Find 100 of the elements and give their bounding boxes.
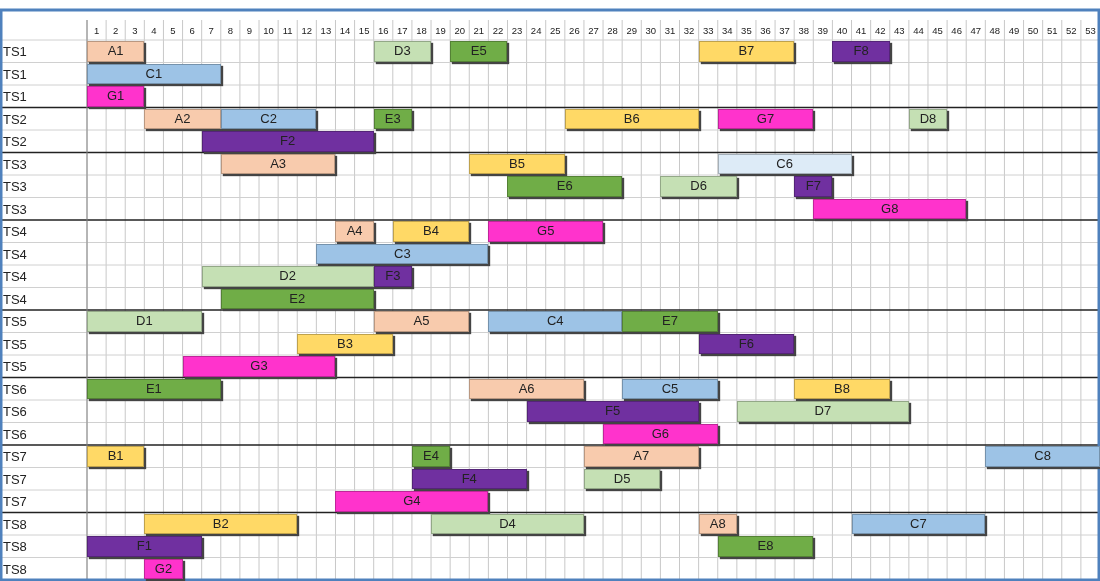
row-label: TS6 xyxy=(3,404,27,419)
task-bar: D4 xyxy=(431,513,584,534)
row-label: TS6 xyxy=(3,381,27,397)
column-number: 43 xyxy=(893,25,906,36)
task-bar: B6 xyxy=(564,108,699,129)
task-bar: E5 xyxy=(450,41,508,62)
row-label: TS4 xyxy=(3,291,27,307)
task-bar: C1 xyxy=(87,63,221,84)
row-label: TS3 xyxy=(3,179,27,194)
task-bar: F4 xyxy=(411,468,527,489)
task-bar: D7 xyxy=(736,401,909,422)
task-bar: D8 xyxy=(908,108,948,129)
column-number: 51 xyxy=(1045,25,1059,36)
column-number: 39 xyxy=(816,25,830,36)
task-bar: B3 xyxy=(297,333,393,354)
task-bar: B5 xyxy=(469,153,565,174)
task-bar: F3 xyxy=(373,266,412,287)
task-bar: E1 xyxy=(87,378,221,399)
row-label: TS8 xyxy=(3,561,27,577)
row-label: TS4 xyxy=(3,246,27,262)
task-bar: B2 xyxy=(144,513,298,534)
column-number: 17 xyxy=(396,25,409,36)
column-number: 36 xyxy=(759,25,772,36)
column-number: 19 xyxy=(434,25,447,36)
row-label: TS5 xyxy=(3,359,27,374)
task-bar: B1 xyxy=(87,446,145,467)
task-bar: A8 xyxy=(698,513,737,534)
column-number: 3 xyxy=(131,25,139,36)
task-bar: D1 xyxy=(87,311,202,332)
column-number: 6 xyxy=(188,25,196,36)
column-number: 15 xyxy=(357,25,371,36)
column-number: 40 xyxy=(835,25,849,36)
column-number: 20 xyxy=(453,25,466,36)
task-bar: D5 xyxy=(583,468,661,489)
task-bar: E4 xyxy=(411,446,451,467)
task-bar: B4 xyxy=(392,221,470,242)
task-bar: C5 xyxy=(622,378,718,399)
task-bar: E6 xyxy=(507,176,623,197)
column-number: 9 xyxy=(245,25,254,36)
row-label: TS2 xyxy=(3,111,27,127)
column-number: 13 xyxy=(319,25,333,36)
column-number: 30 xyxy=(644,25,658,36)
column-number: 7 xyxy=(207,25,215,36)
task-bar: G1 xyxy=(87,86,145,107)
task-bar: E7 xyxy=(622,311,718,332)
column-number: 14 xyxy=(338,25,352,36)
column-number: 1 xyxy=(92,25,101,36)
column-number: 32 xyxy=(682,25,696,36)
row-label: TS4 xyxy=(3,269,27,284)
task-bar: G4 xyxy=(335,491,489,512)
column-number: 52 xyxy=(1065,25,1078,36)
column-number: 12 xyxy=(300,25,314,36)
column-number: 49 xyxy=(1007,25,1021,36)
row-label: TS8 xyxy=(3,516,27,532)
task-bar: G8 xyxy=(813,198,967,219)
column-number: 18 xyxy=(415,25,428,36)
column-number: 24 xyxy=(529,25,543,36)
column-number: 16 xyxy=(376,25,390,36)
task-bar: C3 xyxy=(316,243,489,264)
task-bar: F2 xyxy=(201,131,374,152)
row-label: TS7 xyxy=(3,494,27,509)
row-label: TS1 xyxy=(3,44,27,59)
task-bar: B8 xyxy=(794,378,890,399)
column-number: 2 xyxy=(112,25,120,36)
column-number: 23 xyxy=(510,25,524,36)
task-bar: G6 xyxy=(603,423,718,444)
row-label: TS4 xyxy=(3,224,27,239)
task-bar: A2 xyxy=(144,108,221,129)
task-bar: E3 xyxy=(373,108,412,129)
task-bar: F5 xyxy=(526,401,699,422)
task-bar: A7 xyxy=(583,446,699,467)
task-bar: C7 xyxy=(851,513,986,534)
column-number: 5 xyxy=(169,25,177,36)
column-number: 35 xyxy=(740,25,753,36)
row-label: TS5 xyxy=(3,336,27,352)
column-number: 27 xyxy=(587,25,600,36)
column-number: 41 xyxy=(854,25,868,36)
column-number: 47 xyxy=(969,25,983,36)
task-bar: E2 xyxy=(220,288,374,309)
column-number: 26 xyxy=(568,25,581,36)
task-bar: D2 xyxy=(201,266,374,287)
column-number: 46 xyxy=(950,25,963,36)
column-number: 25 xyxy=(548,25,562,36)
task-bar: F6 xyxy=(698,333,795,354)
row-label: TS3 xyxy=(3,201,27,217)
task-bar: C8 xyxy=(985,446,1100,467)
row-label: TS3 xyxy=(3,156,27,172)
task-bar: A4 xyxy=(335,221,374,242)
task-bar: C6 xyxy=(717,153,852,174)
task-bar: E8 xyxy=(717,536,814,557)
column-number: 21 xyxy=(472,25,486,36)
task-bar: A5 xyxy=(373,311,470,332)
column-number: 10 xyxy=(262,25,275,36)
column-number: 28 xyxy=(606,25,619,36)
column-number: 8 xyxy=(226,25,234,36)
task-bar: A1 xyxy=(87,41,145,62)
column-number: 4 xyxy=(150,25,158,36)
row-label: TS5 xyxy=(3,314,27,329)
column-number: 44 xyxy=(912,25,925,36)
task-bar: F8 xyxy=(832,41,890,62)
